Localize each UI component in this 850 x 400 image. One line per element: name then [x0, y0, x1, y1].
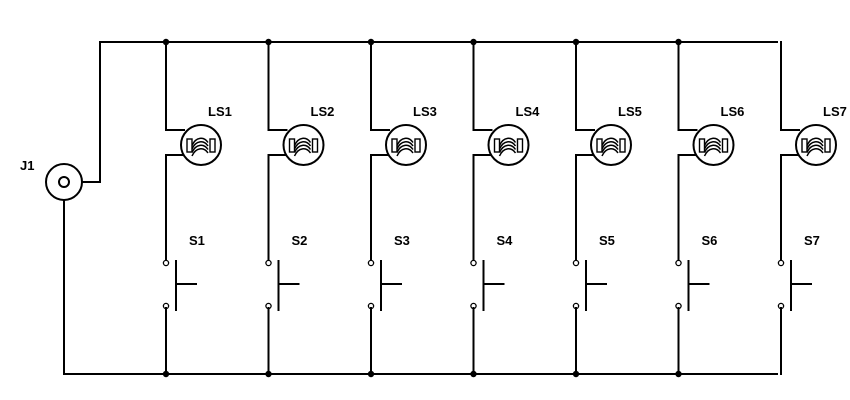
lamp-label: LS5: [618, 104, 642, 119]
switch-contact-top: [777, 259, 785, 267]
lamp-lead-left: [186, 138, 193, 153]
pushbutton-switch-icon: [162, 259, 197, 375]
lamp-label: LS4: [516, 104, 541, 119]
pushbutton-switch-icon: [572, 259, 607, 375]
connector-j1: J1: [20, 41, 101, 375]
lamp-return-wire: [677, 154, 697, 262]
lamp-lead-right: [311, 138, 319, 153]
lamp-return-wire: [370, 154, 389, 262]
lamp-icon: [180, 124, 222, 166]
pushbutton-switch-icon: [470, 259, 505, 375]
jack-center-pin: [58, 176, 70, 188]
pushbutton-switch-icon: [367, 259, 402, 375]
lamp-icon: [282, 124, 325, 166]
lamp-filament: [806, 137, 824, 157]
lamp-lead-left: [391, 138, 398, 153]
lamp-feed-wire: [472, 41, 493, 131]
lamp-feed-wire: [575, 41, 595, 131]
switch-label: S2: [292, 233, 308, 248]
lamp-lead-right: [824, 138, 831, 153]
lamp-icon: [590, 124, 632, 166]
pushbutton-switch-icon: [265, 259, 300, 375]
lamp-label: LS1: [208, 104, 232, 119]
lamp-feed-wire: [780, 41, 800, 131]
lamp-label: LS6: [721, 104, 745, 119]
connector-label: J1: [20, 158, 34, 173]
lamp-feed-wire: [370, 41, 390, 131]
lamp-lead-left: [698, 138, 706, 153]
pushbutton-switch-icon: [675, 259, 710, 375]
lamp-return-wire: [575, 154, 594, 262]
lamp-label: LS3: [413, 104, 437, 119]
switch-label: S4: [497, 233, 514, 248]
lamp-lead-right: [619, 138, 626, 153]
lamp-feed-wire: [677, 41, 698, 131]
lamp-filament: [396, 137, 414, 157]
lamp-filament: [293, 137, 312, 157]
lamp-filament: [601, 137, 619, 157]
jack-tip-wire: [81, 41, 101, 183]
lamp-return-wire: [165, 154, 184, 262]
lamp-lead-left: [596, 138, 603, 153]
pushbutton-switch-icon: [777, 259, 812, 375]
lamp-return-wire: [780, 154, 799, 262]
lamp-filament: [703, 137, 722, 157]
lamp-lead-right: [414, 138, 421, 153]
lamp-lead-right: [721, 138, 729, 153]
lamp-feed-wire: [165, 41, 185, 131]
switch-contact-top: [470, 259, 477, 267]
lamp-icon: [692, 124, 735, 166]
switch-contact-top: [675, 259, 682, 267]
lamp-return-wire: [267, 154, 287, 262]
lamp-lead-left: [288, 138, 296, 153]
lamp-icon: [385, 124, 427, 166]
lamp-icon: [487, 124, 530, 166]
lamp-lead-left: [801, 138, 808, 153]
lamp-filament: [191, 137, 209, 157]
switch-contact-top: [367, 259, 375, 267]
lamp-filament: [498, 137, 517, 157]
lamp-lead-right: [516, 138, 524, 153]
lamp-label: LS7: [823, 104, 847, 119]
switch-label: S3: [394, 233, 410, 248]
switch-contact-top: [162, 259, 170, 267]
lamp-feed-wire: [267, 41, 288, 131]
lamp-lead-left: [493, 138, 501, 153]
lamp-return-wire: [472, 154, 492, 262]
switch-label: S6: [702, 233, 718, 248]
switch-label: S1: [189, 233, 205, 248]
lamp-label: LS2: [311, 104, 335, 119]
lamp-lead-right: [209, 138, 216, 153]
switch-label: S5: [599, 233, 615, 248]
switch-contact-top: [572, 259, 580, 267]
lamp-icon: [795, 124, 837, 166]
switch-contact-top: [265, 259, 272, 267]
switch-label: S7: [804, 233, 820, 248]
